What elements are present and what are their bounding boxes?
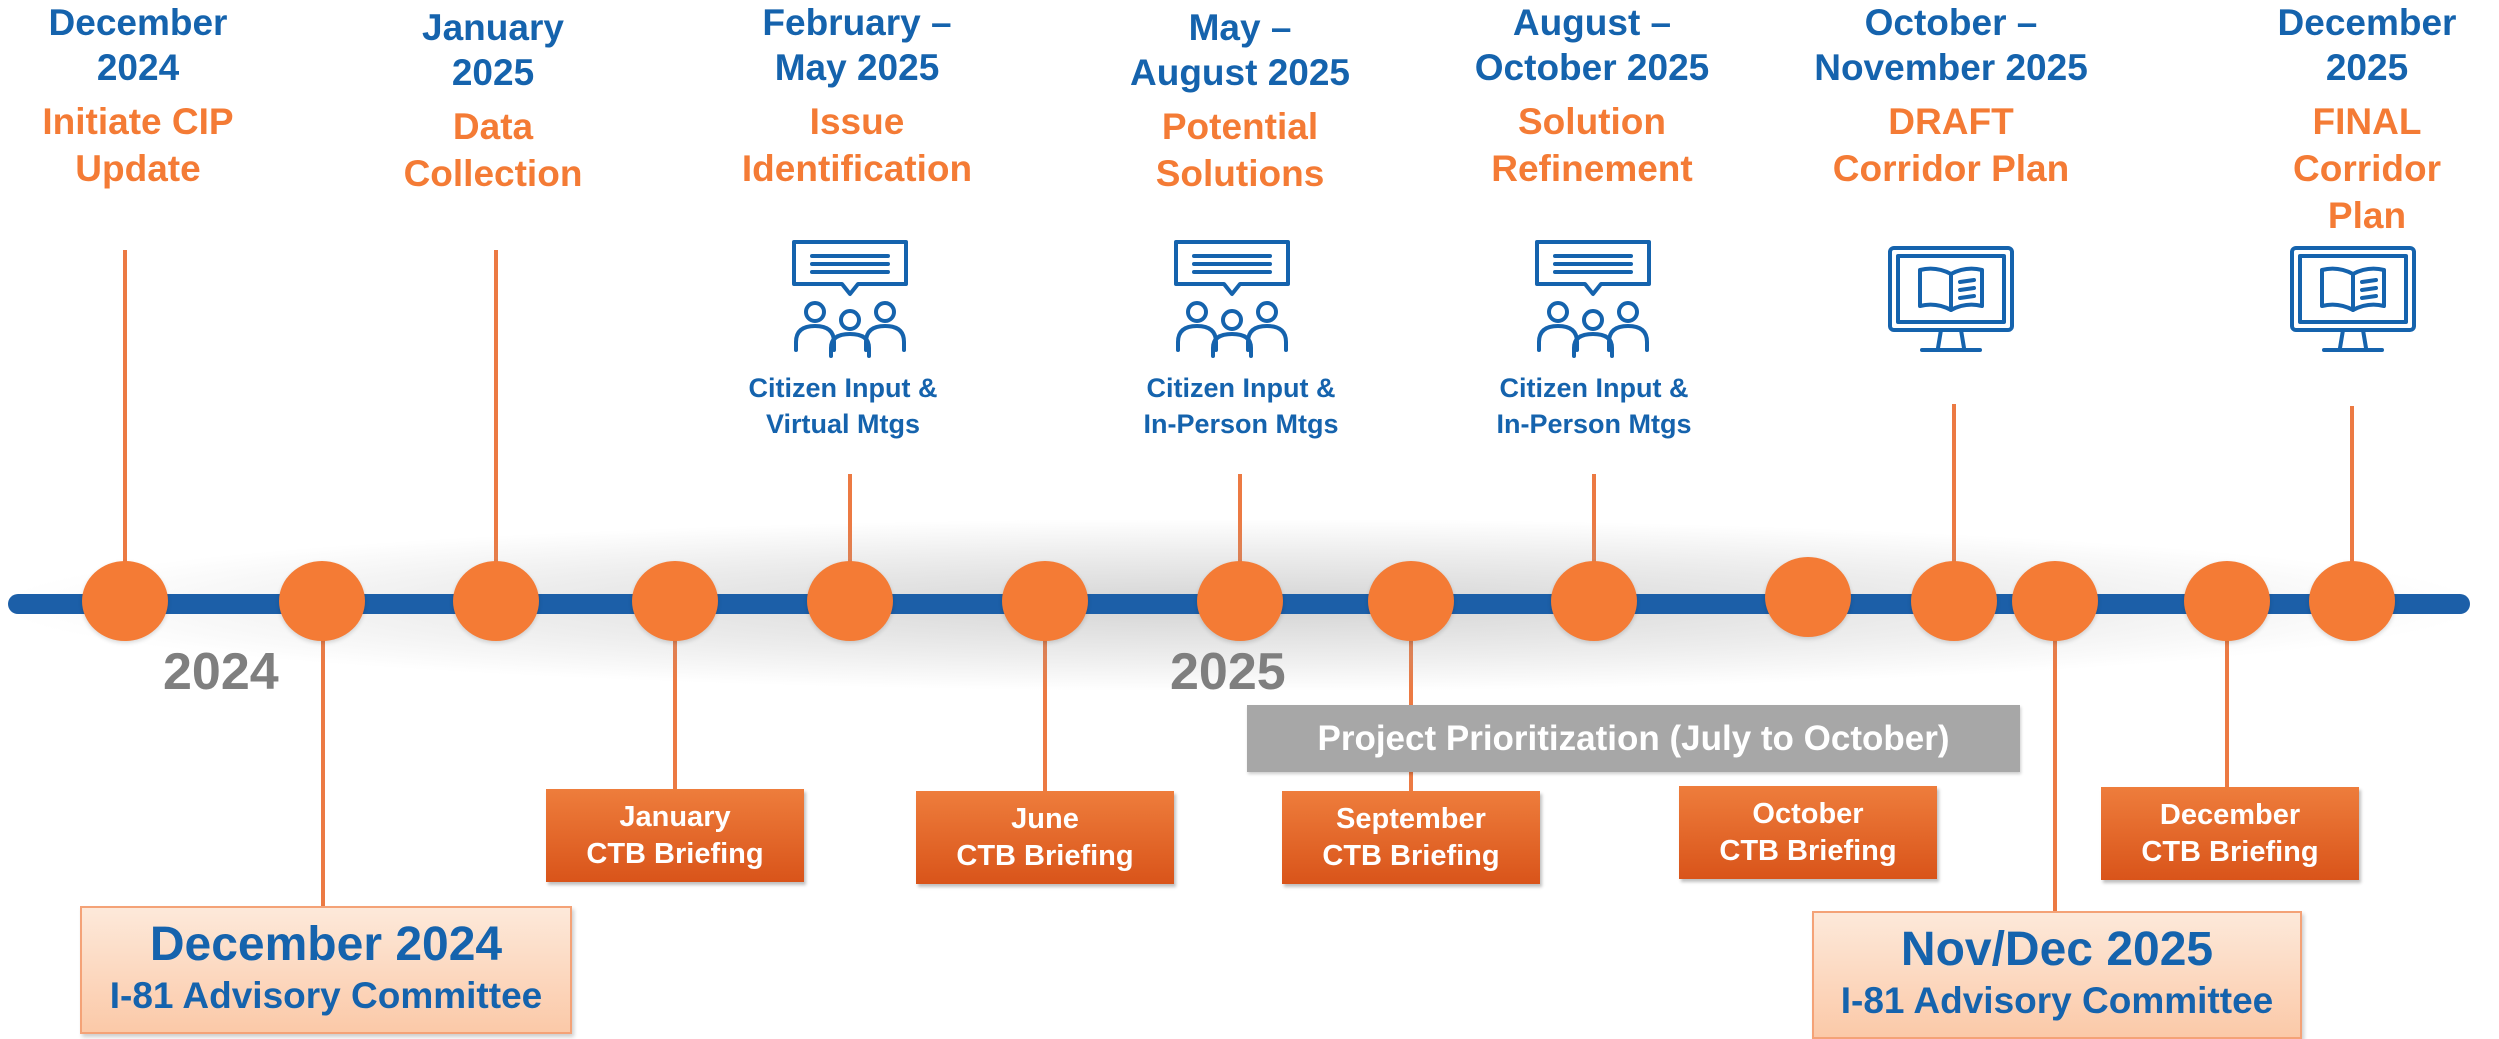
- connector-line: [2350, 406, 2354, 590]
- connector-line: [1592, 474, 1596, 590]
- phase-aug-oct-2025: August – October 2025 Solution Refinemen…: [1475, 0, 1709, 192]
- timeline-dot: [1002, 561, 1088, 641]
- project-prioritization-bar: Project Prioritization (July to October): [1247, 705, 2020, 772]
- citizen-input-label: Citizen Input & Virtual Mtgs: [748, 373, 938, 439]
- phase-jan-2025: January 2025 Data Collection: [404, 5, 583, 197]
- connector-line: [2053, 604, 2057, 914]
- phase-date: January 2025: [422, 7, 564, 93]
- timeline-dot: [1551, 561, 1637, 641]
- ctb-briefing-september: September CTB Briefing: [1282, 791, 1540, 884]
- citizen-input-label: Citizen Input & In-Person Mtgs: [1496, 373, 1692, 439]
- phase-date: December 2024: [48, 2, 228, 88]
- connector-line: [1043, 604, 1047, 792]
- phase-oct-nov-2025: October – November 2025 DRAFT Corridor P…: [1814, 0, 2088, 192]
- connector-line: [2225, 604, 2229, 790]
- phase-title: Initiate CIP Update: [42, 101, 234, 189]
- advisory-title: December 2024: [149, 918, 503, 971]
- phase-dec-2024: December 2024 Initiate CIP Update: [42, 0, 233, 192]
- year-label-2024: 2024: [163, 643, 279, 701]
- timeline-dot: [2012, 561, 2098, 641]
- advisory-subtitle: I-81 Advisory Committee: [1840, 980, 2274, 1021]
- timeline-dot: [807, 561, 893, 641]
- connector-line: [321, 604, 325, 910]
- timeline-dot: [453, 561, 539, 641]
- connector-line: [848, 474, 852, 590]
- phase-title: Potential Solutions: [1155, 106, 1325, 194]
- meeting-icon: [1174, 240, 1290, 358]
- year-label-2025: 2025: [1170, 643, 1286, 701]
- connector-line: [673, 604, 677, 792]
- phase-date: October – November 2025: [1814, 2, 2088, 88]
- timeline-dot: [279, 561, 365, 641]
- timeline-dot: [1368, 561, 1454, 641]
- ctb-briefing-december: December CTB Briefing: [2101, 787, 2359, 880]
- timeline-dot: [2184, 561, 2270, 641]
- meeting-icon: [792, 240, 908, 358]
- phase-date: February – May 2025: [762, 2, 952, 88]
- phase-title: DRAFT Corridor Plan: [1832, 101, 2070, 189]
- ctb-briefing-october: October CTB Briefing: [1679, 786, 1937, 879]
- phase-feb-may-2025: February – May 2025 Issue Identification: [742, 0, 972, 192]
- timeline-dot: [82, 561, 168, 641]
- phase-title: Solution Refinement: [1491, 101, 1693, 189]
- ctb-briefing-june: June CTB Briefing: [916, 791, 1174, 884]
- phase-dec-2025: December 2025 FINAL Corridor Plan: [2278, 0, 2457, 239]
- advisory-title: Nov/Dec 2025: [1900, 923, 2214, 976]
- phase-title: FINAL Corridor Plan: [2293, 101, 2441, 236]
- advisory-subtitle: I-81 Advisory Committee: [109, 975, 543, 1016]
- advisory-committee-2025: Nov/Dec 2025 I-81 Advisory Committee: [1812, 911, 2302, 1039]
- connector-line: [123, 250, 127, 590]
- computer-book-icon: [2290, 246, 2416, 352]
- connector-line: [1952, 404, 1956, 590]
- timeline-dot: [1765, 557, 1851, 637]
- ctb-briefing-january: January CTB Briefing: [546, 789, 804, 882]
- meeting-icon: [1535, 240, 1651, 358]
- citizen-input-label: Citizen Input & In-Person Mtgs: [1143, 373, 1339, 439]
- phase-title: Data Collection: [403, 106, 583, 194]
- computer-book-icon: [1888, 246, 2014, 352]
- timeline-dot: [2309, 561, 2395, 641]
- connector-line: [1409, 604, 1413, 792]
- phase-date: May – August 2025: [1129, 7, 1351, 93]
- phase-date: August – October 2025: [1474, 2, 1710, 88]
- phase-title: Issue Identification: [741, 101, 973, 189]
- timeline-dot: [1197, 561, 1283, 641]
- timeline-dot: [632, 561, 718, 641]
- connector-line: [1238, 474, 1242, 590]
- connector-line: [494, 250, 498, 590]
- timeline-dot: [1911, 561, 1997, 641]
- phase-date: December 2025: [2277, 2, 2457, 88]
- phase-may-aug-2025: May – August 2025 Potential Solutions: [1130, 5, 1350, 197]
- advisory-committee-2024: December 2024 I-81 Advisory Committee: [80, 906, 572, 1034]
